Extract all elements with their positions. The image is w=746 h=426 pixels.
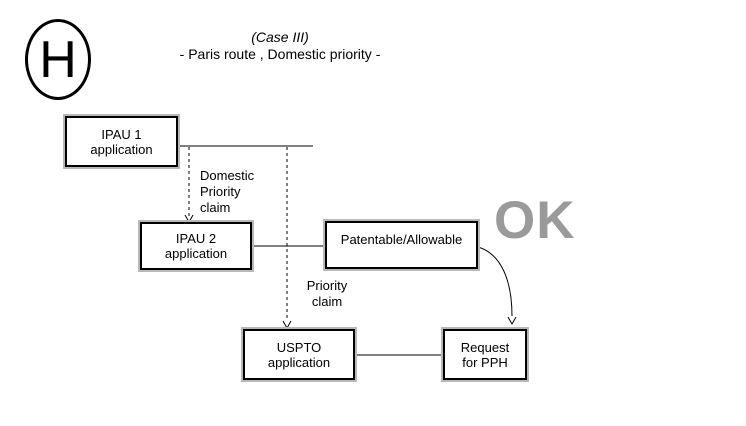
box-ipau1-label: IPAU 1 application — [90, 126, 153, 157]
box-uspto-application: USPTO application — [243, 329, 355, 380]
title-block: (Case III) - Paris route , Domestic prio… — [110, 29, 450, 63]
box-patentable-label: Patentable/Allowable — [340, 231, 463, 247]
box-ipau2-label: IPAU 2 application — [164, 231, 228, 261]
domestic-priority-claim-label: Domestic Priority claim — [200, 168, 255, 215]
priority-claim-label: Priority claim — [306, 278, 348, 309]
ok-status-text: OK — [494, 191, 576, 250]
h-badge-letter: H — [39, 30, 77, 89]
subtitle: - Paris route , Domestic priority - — [179, 46, 381, 62]
h-badge-ellipse: H — [25, 19, 91, 100]
box-request-for-pph: Request for PPH — [443, 329, 527, 380]
patentable-request-curve — [477, 246, 513, 317]
case-title: (Case III) — [251, 29, 309, 45]
domestic-priority-arrowhead — [184, 214, 194, 224]
patentable-request-arrowhead — [507, 316, 517, 326]
box-ipau2-application: IPAU 2 application — [140, 222, 252, 270]
box-uspto-label: USPTO application — [267, 339, 331, 370]
priority-claim-arrowhead — [282, 320, 292, 330]
box-request-label: Request for PPH — [460, 339, 510, 370]
box-ipau1-application: IPAU 1 application — [65, 116, 178, 167]
box-patentable-allowable: Patentable/Allowable — [325, 221, 478, 269]
